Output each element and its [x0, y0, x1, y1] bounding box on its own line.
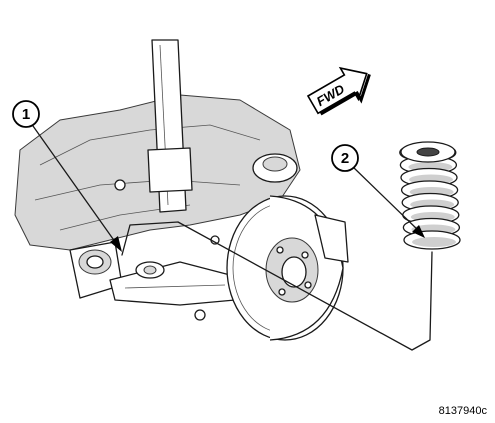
- leader-line-1: [32, 125, 119, 247]
- brake-rotor: [226, 195, 349, 341]
- jounce-bumper: [399, 141, 461, 250]
- callout-1: 1: [12, 100, 40, 128]
- leader-arrow-2: [412, 225, 425, 238]
- forward-direction-arrow: FWD: [306, 66, 371, 116]
- bumper-center-hole: [416, 147, 440, 157]
- bumper-ring-shade: [412, 237, 456, 247]
- figure-id: 8137940c: [438, 405, 487, 417]
- leader-arrow-1: [110, 236, 122, 252]
- callout-2-number: 2: [341, 150, 349, 167]
- callout-2: 2: [331, 144, 359, 172]
- rear-suspension-assembly: [14, 39, 301, 321]
- leader-line-2: [351, 165, 421, 233]
- reference-line: [121, 221, 433, 351]
- callout-1-number: 1: [22, 106, 30, 123]
